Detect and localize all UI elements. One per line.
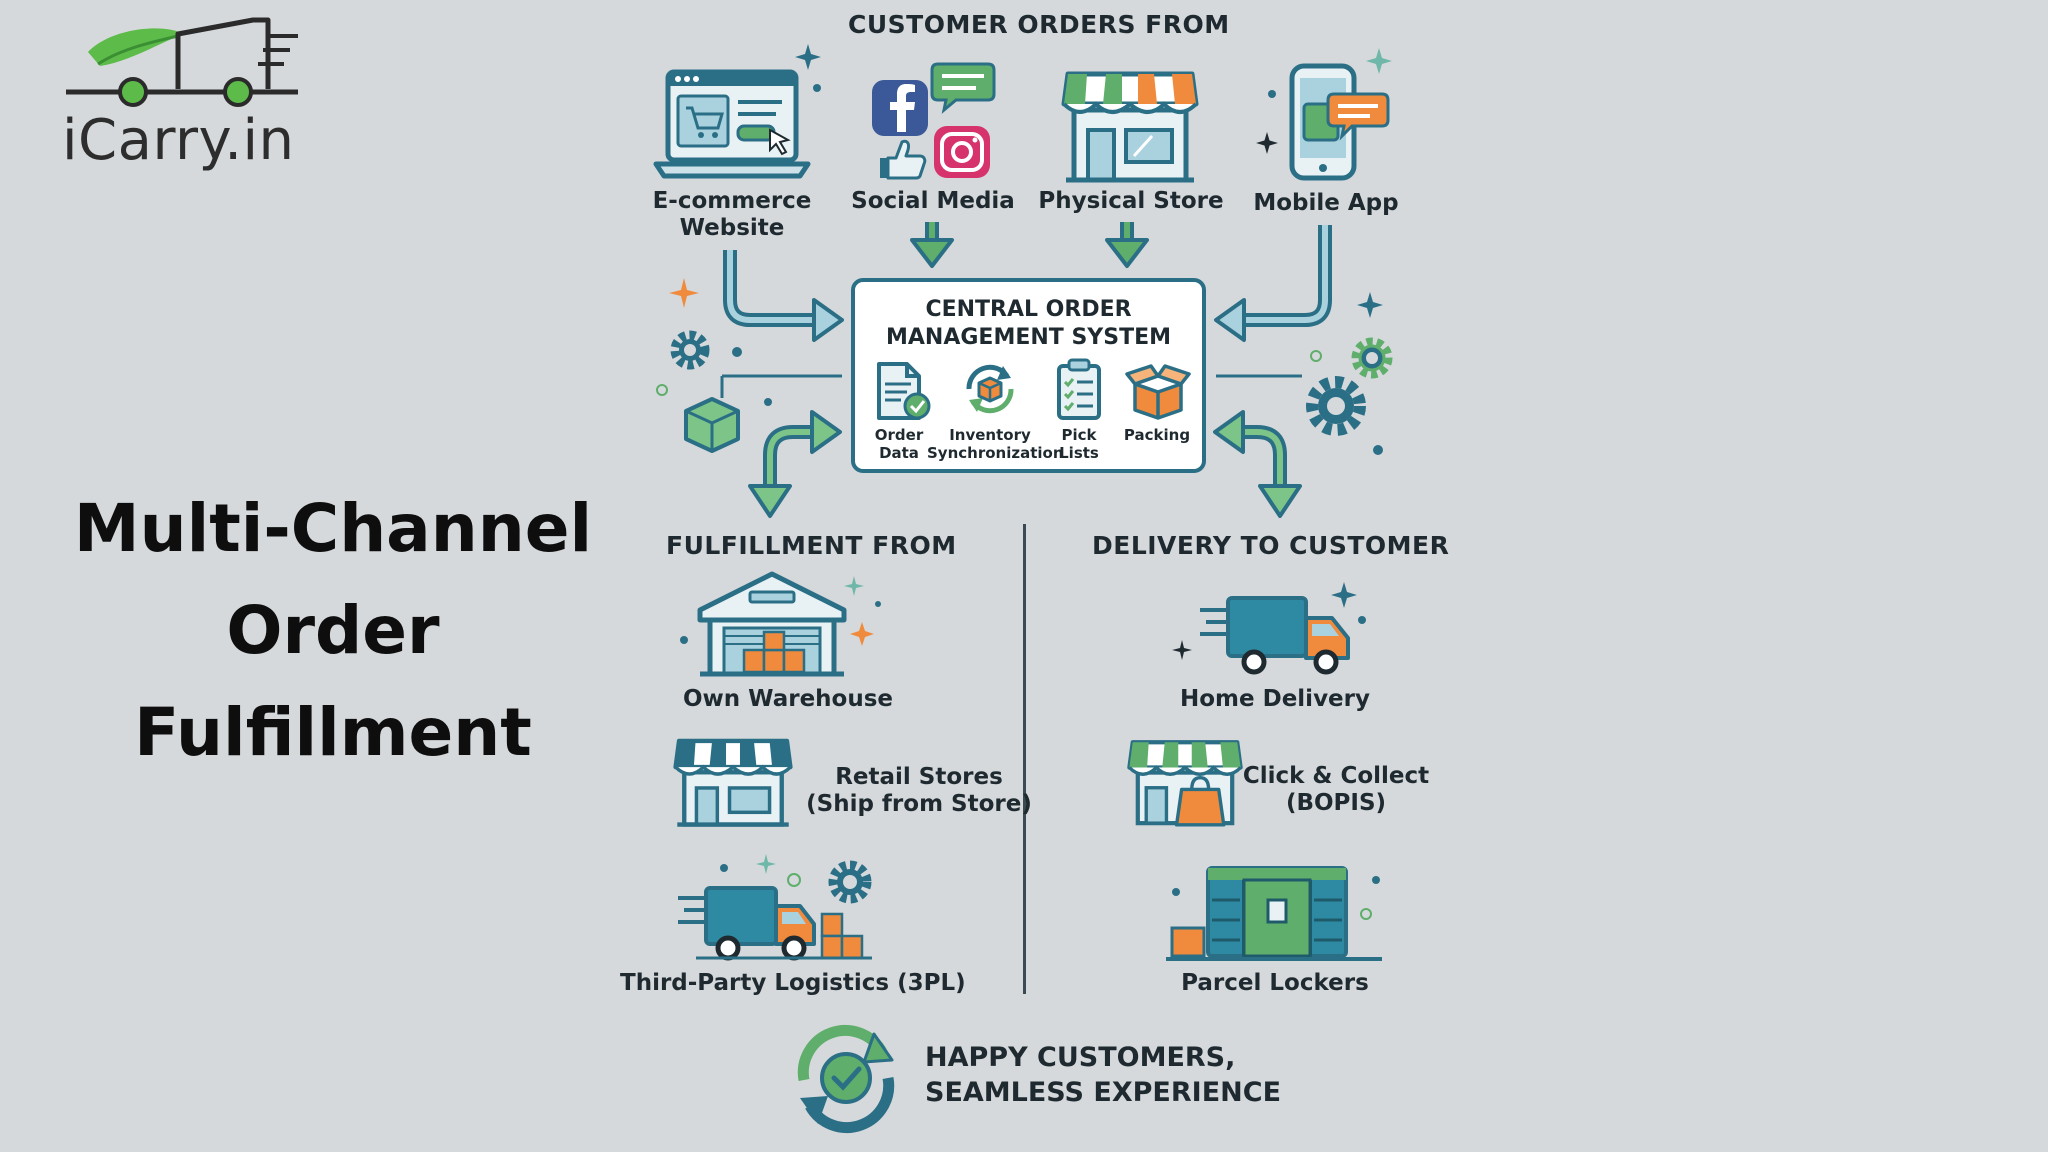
brand-logo — [66, 17, 298, 107]
sparkle-icon — [795, 44, 821, 70]
section-divider — [1023, 524, 1026, 994]
package-icon — [684, 397, 740, 453]
smartphone-icon — [1289, 63, 1390, 181]
sparkle-icon — [1331, 582, 1357, 608]
laptop-cart-icon — [653, 69, 811, 179]
brand-name: iCarry.in — [62, 108, 295, 173]
sparkle-icon — [756, 854, 776, 874]
storefront-icon — [1061, 71, 1199, 183]
page-title-line-1: Multi-Channel — [73, 490, 593, 567]
sources-heading: CUSTOMER ORDERS FROM — [848, 10, 1230, 39]
delivery-truck-icon — [1200, 596, 1350, 675]
document-check-icon — [877, 362, 931, 420]
arrow-oms-to-fulfillment — [748, 410, 842, 518]
arrow-mobile-to-oms — [1214, 225, 1332, 342]
delivery-label-home-delivery: Home Delivery — [1179, 686, 1370, 712]
open-box-icon — [1125, 364, 1191, 420]
sparkle-icon — [844, 576, 864, 596]
gear-icon — [828, 860, 872, 904]
source-label-mobile-app: Mobile App — [1253, 190, 1399, 216]
delivery-truck-icon — [678, 886, 872, 961]
sparkle-icon — [669, 278, 699, 308]
truck-leaf-logo-icon — [66, 17, 298, 107]
sparkle-icon — [1256, 132, 1278, 154]
delivery-label-parcel-lockers: Parcel Lockers — [1181, 970, 1369, 996]
fulfillment-label-own-warehouse: Own Warehouse — [682, 686, 894, 712]
delivery-heading: DELIVERY TO CUSTOMER — [1092, 531, 1450, 560]
sparkle-icon — [1366, 48, 1392, 74]
fulfillment-label-3pl: Third-Party Logistics (3PL) — [620, 970, 966, 996]
gear-icon — [1351, 337, 1393, 379]
arrow-store-to-oms — [1105, 222, 1149, 268]
cycle-check-icon — [797, 1024, 895, 1134]
fulfillment-heading: FULFILLMENT FROM — [666, 531, 957, 560]
store-bag-icon — [1127, 740, 1243, 827]
inventory-sync-icon — [966, 364, 1014, 414]
social-media-icon — [872, 62, 996, 180]
gear-icon — [1306, 376, 1366, 436]
oms-title: CENTRAL ORDER MANAGEMENT SYSTEM — [886, 297, 1171, 350]
sparkle-icon — [1357, 292, 1383, 318]
sparkle-icon — [850, 622, 874, 646]
delivery-label-click-collect: Click & Collect(BOPIS) — [1242, 763, 1430, 816]
page-title-line-2: Order Fulfillment — [134, 592, 532, 771]
page-title: Multi-Channel Order Fulfillment — [18, 478, 648, 784]
source-label-physical-store: Physical Store — [1038, 188, 1224, 214]
sparkle-icon — [1172, 640, 1192, 660]
gear-icon — [670, 330, 710, 370]
clipboard-list-icon — [1057, 358, 1101, 420]
parcel-locker-icon — [1166, 866, 1382, 961]
arrow-social-to-oms — [910, 222, 954, 268]
fulfillment-label-retail-stores: Retail Stores(Ship from Store) — [806, 764, 1032, 817]
source-label-social-media: Social Media — [851, 188, 1015, 214]
warehouse-icon — [697, 571, 847, 677]
arrow-ecommerce-to-oms — [723, 250, 844, 342]
arrow-oms-to-delivery — [1213, 410, 1302, 518]
storefront-icon — [673, 738, 793, 827]
oms-label-packing: Packing — [1123, 426, 1191, 444]
footer-tagline: HAPPY CUSTOMERS, SEAMLESS EXPERIENCE — [925, 1042, 1282, 1108]
